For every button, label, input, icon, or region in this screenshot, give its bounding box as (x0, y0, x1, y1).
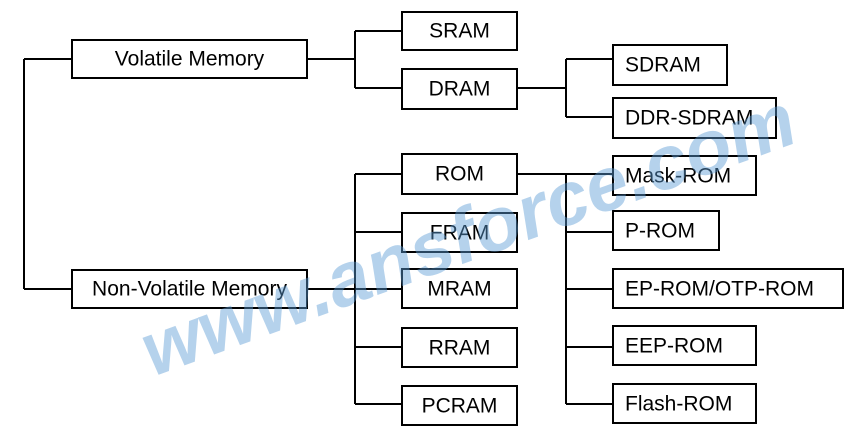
node-ep-rom-otp-rom: EP-ROM/OTP-ROM (612, 268, 844, 309)
node-label: RRAM (429, 337, 491, 360)
node-label: SDRAM (625, 54, 701, 77)
node-label: EP-ROM/OTP-ROM (625, 278, 814, 301)
edge-volatile (307, 30, 402, 89)
node-label: ROM (435, 163, 484, 186)
node-label: Volatile Memory (115, 48, 265, 71)
node-pcram: PCRAM (401, 385, 518, 426)
node-label: PCRAM (422, 395, 498, 418)
edge-dram (517, 58, 613, 118)
node-label: Mask-ROM (625, 165, 731, 188)
node-rom: ROM (401, 153, 518, 195)
node-label: EEP-ROM (625, 335, 723, 358)
node-flash-rom: Flash-ROM (612, 383, 757, 424)
node-label: Non-Volatile Memory (92, 278, 287, 301)
node-fram: FRAM (401, 212, 518, 253)
node-ddr-sdram: DDR-SDRAM (612, 97, 777, 139)
connector-lines (23, 30, 613, 405)
edge-nonvolatile (307, 173, 402, 405)
node-mram: MRAM (401, 268, 518, 309)
node-rram: RRAM (401, 327, 518, 368)
edge-root (23, 58, 72, 290)
node-label: DDR-SDRAM (625, 107, 753, 130)
node-label: P-ROM (625, 220, 695, 243)
node-label: SRAM (429, 20, 490, 43)
node-label: MRAM (427, 278, 491, 301)
node-mask-rom: Mask-ROM (612, 155, 757, 196)
node-label: FRAM (430, 222, 490, 245)
node-p-rom: P-ROM (612, 210, 720, 251)
node-non-volatile-memory: Non-Volatile Memory (71, 269, 308, 309)
edge-rom (517, 173, 613, 405)
node-sram: SRAM (401, 11, 518, 51)
node-sdram: SDRAM (612, 44, 728, 86)
node-dram: DRAM (401, 68, 518, 110)
node-volatile-memory: Volatile Memory (71, 39, 308, 79)
node-label: DRAM (429, 78, 491, 101)
node-label: Flash-ROM (625, 393, 732, 416)
node-eep-rom: EEP-ROM (612, 325, 757, 366)
